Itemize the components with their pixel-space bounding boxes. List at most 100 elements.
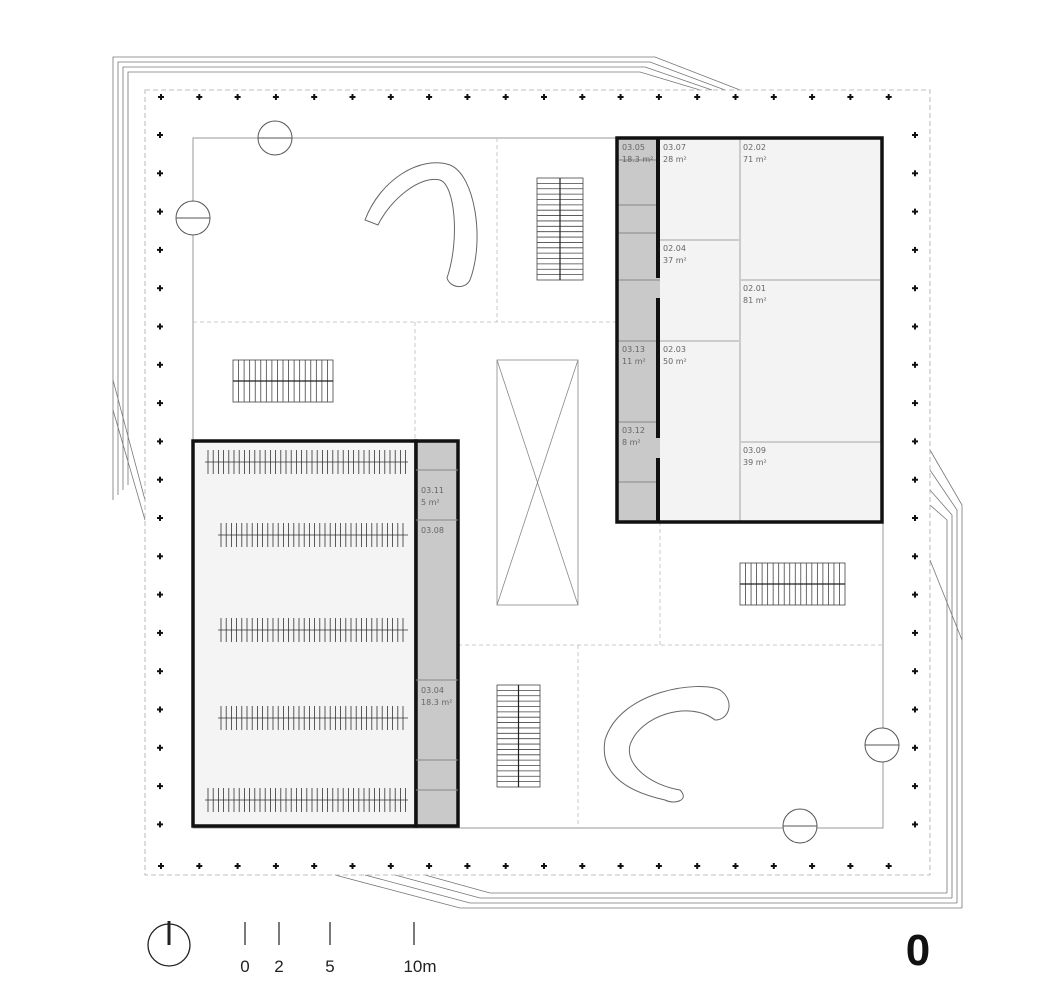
site-outline (112, 56, 963, 909)
column-cross-icon (158, 863, 164, 869)
bench-north (364, 162, 478, 287)
column-cross-icon (912, 246, 918, 253)
column-cross-icon (157, 821, 163, 828)
column-cross-icon (387, 863, 394, 869)
column-cross-icon (157, 170, 163, 177)
room-area: 8 m² (622, 438, 641, 447)
room-area: 5 m² (421, 498, 440, 507)
column-cross-icon (464, 863, 471, 869)
staircase (496, 684, 541, 788)
room-area: 11 m² (622, 357, 646, 366)
north-arrow-icon (147, 921, 191, 967)
revolving-door-icon (782, 808, 818, 844)
bench-south (603, 686, 730, 803)
column-cross-icon (157, 361, 163, 368)
bicycle-rack-row (218, 706, 408, 730)
column-cross-icon (272, 863, 279, 869)
column-cross-icon (579, 94, 586, 100)
room-label: 03.07 (663, 143, 686, 152)
column-cross-icon (157, 285, 163, 292)
column-cross-icon (349, 94, 356, 100)
column-cross-icon (157, 208, 163, 215)
scale-tick-label: 0 (240, 957, 249, 976)
bicycle-racks (205, 450, 408, 812)
column-cross-icon (912, 706, 918, 713)
exterior-wall-east-block (615, 136, 884, 524)
scale-tick-label: 5 (325, 957, 334, 976)
staircases (232, 177, 846, 788)
atrium-void (496, 359, 579, 606)
room-label: 03.11 (421, 486, 444, 495)
staircase (739, 562, 846, 606)
column-cross-icon (912, 323, 918, 330)
column-cross-icon (157, 476, 163, 483)
room-labels: 03.05 18.3 m² 03.07 28 m² 02.02 71 m² 02… (421, 143, 767, 707)
curved-benches (364, 162, 730, 803)
room-label: 03.05 (622, 143, 645, 152)
column-cross-icon (157, 744, 163, 751)
column-cross-icon (426, 94, 433, 100)
room-area: 37 m² (663, 256, 687, 265)
core-partitions (617, 159, 660, 483)
column-cross-icon (157, 246, 163, 253)
column-cross-icon (157, 515, 163, 521)
room-label: 02.03 (663, 345, 686, 354)
column-cross-icon (464, 94, 471, 100)
room-area: 50 m² (663, 357, 687, 366)
column-cross-icon (157, 706, 163, 713)
column-cross-icon (157, 591, 163, 598)
column-cross-icon (912, 515, 918, 521)
column-cross-icon (349, 863, 356, 869)
bicycle-rack-row (205, 450, 408, 474)
staircase (536, 177, 584, 281)
column-cross-icon (426, 863, 433, 869)
column-cross-icon (912, 208, 918, 215)
column-cross-icon (157, 553, 163, 560)
room-area: 71 m² (743, 155, 767, 164)
column-cross-icon (655, 863, 662, 869)
column-cross-icon (912, 553, 918, 560)
floor-number: 0 (906, 926, 930, 975)
column-cross-icon (311, 863, 318, 869)
column-cross-icon (912, 132, 918, 138)
column-cross-icon (157, 783, 163, 790)
column-cross-icon (541, 863, 547, 869)
column-cross-icon (157, 132, 163, 138)
column-cross-icon (272, 94, 279, 100)
room-label: 02.04 (663, 244, 686, 253)
column-cross-icon (387, 94, 394, 100)
bicycle-rack-row (205, 788, 408, 812)
column-cross-icon (157, 323, 163, 330)
column-cross-icon (694, 94, 701, 100)
column-cross-icon (617, 94, 624, 100)
room-label: 03.08 (421, 526, 444, 535)
room-label: 02.02 (743, 143, 766, 152)
column-cross-icon (196, 863, 203, 869)
room-label: 02.01 (743, 284, 766, 293)
west-core-partitions (416, 469, 458, 791)
partition-walls (660, 138, 882, 522)
scale-tick-label: 10m (403, 957, 436, 976)
column-cross-icon (912, 438, 918, 445)
column-cross-icon (158, 94, 164, 100)
scale-tick-label: 2 (274, 957, 283, 976)
column-cross-icon (157, 438, 163, 445)
room-area: 28 m² (663, 155, 687, 164)
room-area: 81 m² (743, 296, 767, 305)
column-cross-icon (912, 783, 918, 790)
column-cross-icon (541, 94, 547, 100)
column-cross-icon (234, 94, 241, 100)
column-cross-icon (502, 863, 509, 869)
bicycle-rack-row (218, 523, 408, 547)
column-cross-icon (196, 94, 203, 100)
terrace-boundary (144, 89, 931, 876)
column-cross-icon (732, 863, 739, 869)
room-label: 03.04 (421, 686, 444, 695)
room-label: 03.12 (622, 426, 645, 435)
column-cross-icon (157, 668, 163, 675)
column-cross-icon (502, 94, 509, 100)
column-cross-icon (809, 94, 816, 100)
column-cross-icon (847, 94, 854, 100)
column-cross-icon (885, 94, 892, 100)
